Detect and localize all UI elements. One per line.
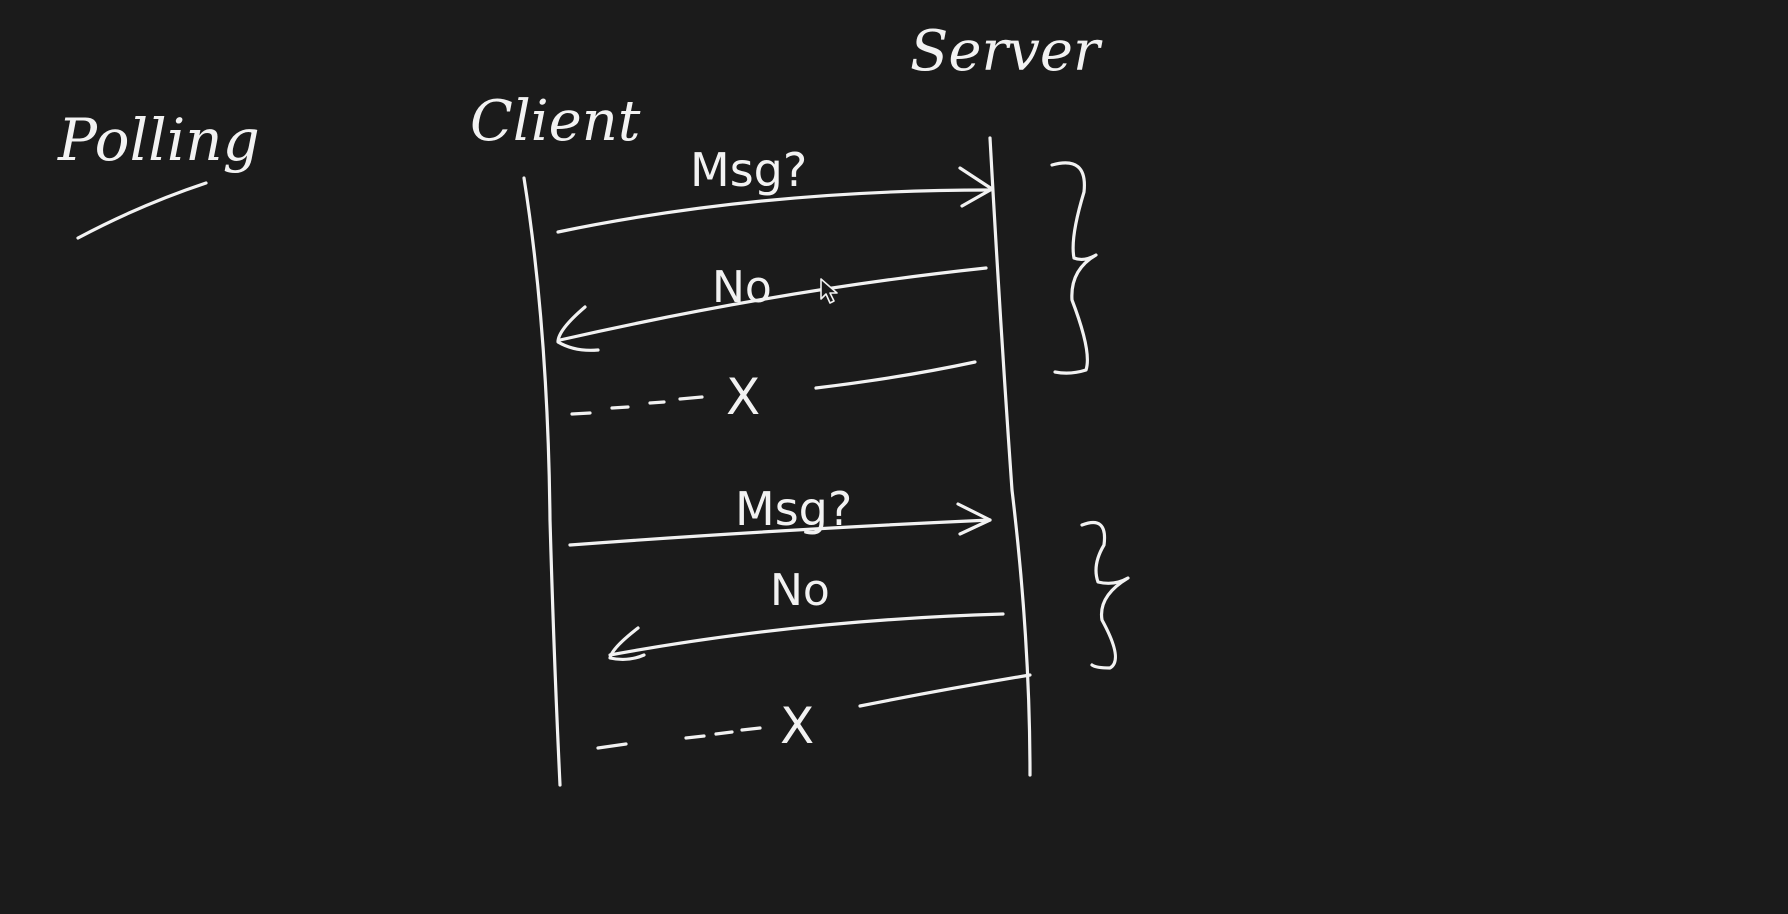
cycle-2-response-label: No xyxy=(770,565,830,616)
server-lifeline xyxy=(988,136,1032,777)
cycle-1-wait-marker: X xyxy=(726,368,760,426)
client-lifeline xyxy=(522,176,562,787)
cycle-1-wait-line xyxy=(570,360,977,416)
cycle-1-brace xyxy=(1050,161,1098,375)
cycle-1-request-arrow xyxy=(556,166,994,234)
cycle-2-response-arrow xyxy=(608,612,1005,662)
cycle-2-wait-marker: X xyxy=(780,697,814,755)
topic-underline xyxy=(76,181,208,240)
server-label: Server xyxy=(910,19,1103,84)
cycle-2-request-arrow xyxy=(568,502,992,547)
cycle-2-wait-line xyxy=(596,673,1032,750)
client-label: Client xyxy=(470,89,641,154)
mouse-cursor-icon xyxy=(820,278,838,304)
topic-title: Polling xyxy=(57,106,260,174)
cycle-2-brace xyxy=(1080,520,1130,670)
cycle-1-response-arrow xyxy=(556,266,988,352)
cycle-1-request-label: Msg? xyxy=(690,143,807,197)
